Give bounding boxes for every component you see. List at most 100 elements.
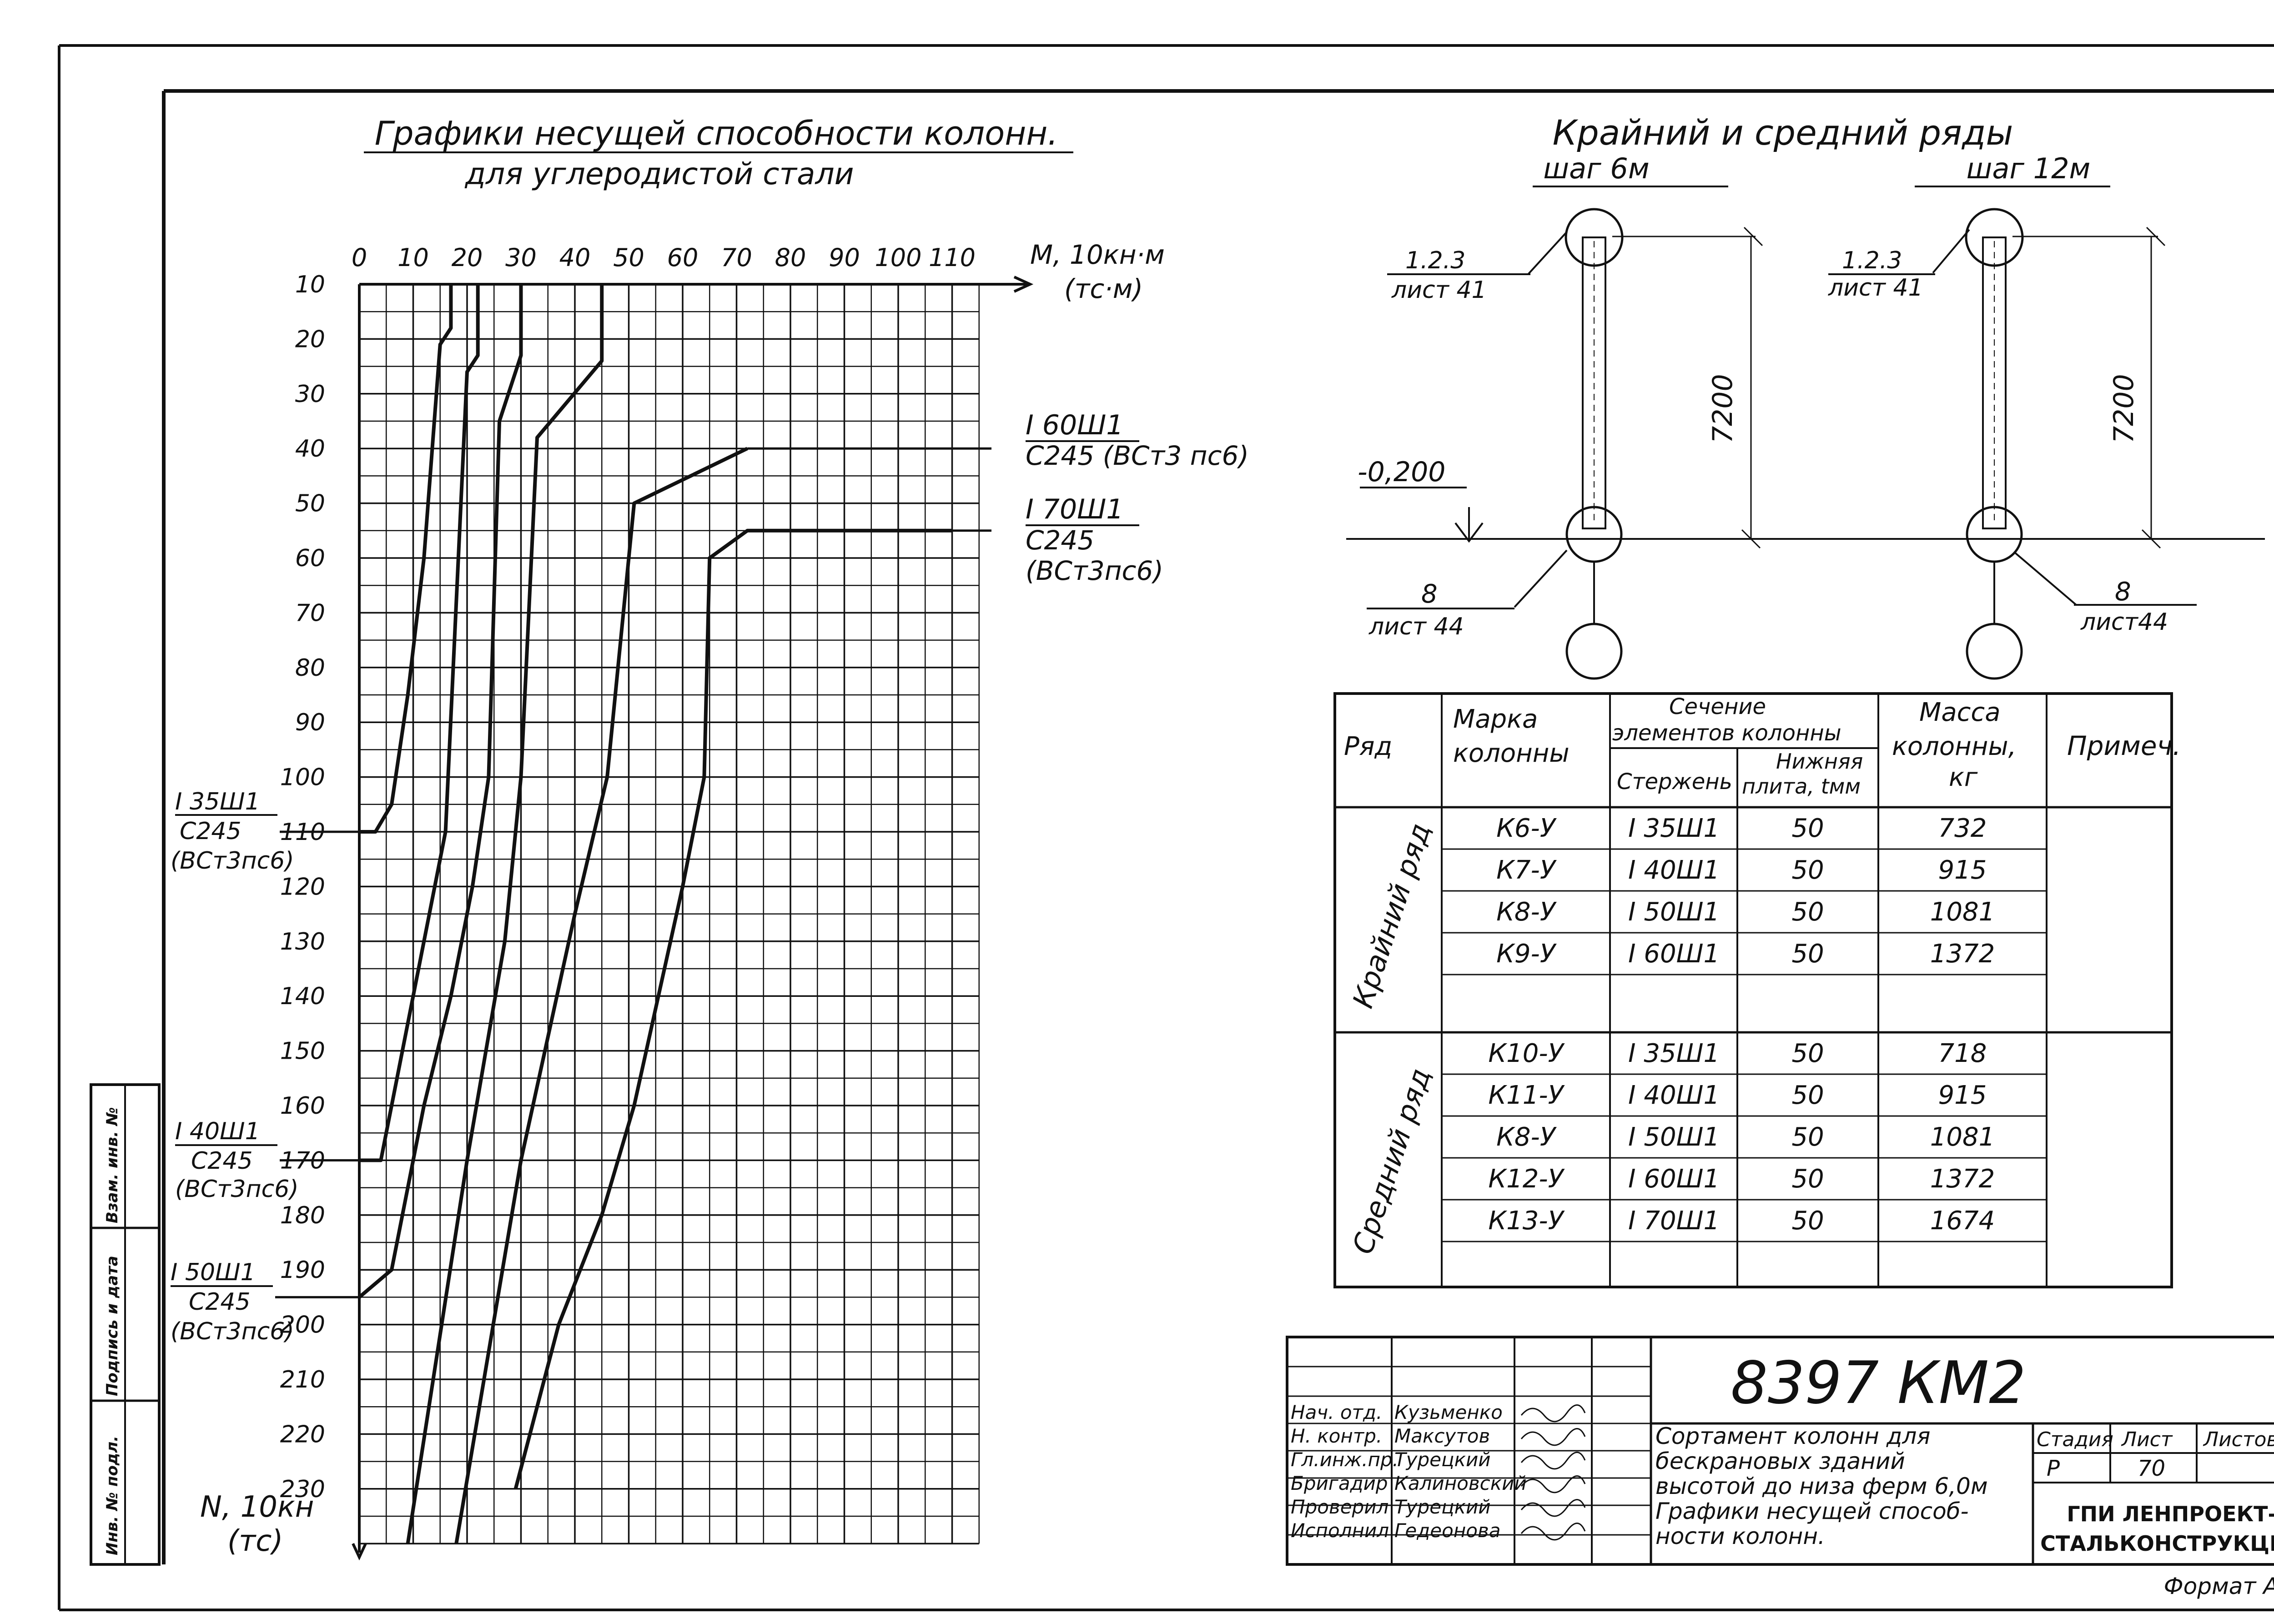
cell-mass: 1674 bbox=[1930, 1206, 1995, 1236]
staff-name: Максутов bbox=[1394, 1425, 1490, 1447]
y-tick-label: 50 bbox=[295, 490, 325, 518]
y-tick-label: 10 bbox=[295, 271, 325, 298]
signature bbox=[1520, 1523, 1586, 1541]
doc-code: 8397 КМ2 bbox=[1731, 1349, 2026, 1417]
label-i40: I 40Ш1 С245 (ВСт3пс6) bbox=[175, 1118, 299, 1203]
side-stamp bbox=[90, 1083, 161, 1566]
chart-curves bbox=[358, 284, 952, 1544]
label-i70-steel: (ВСт3пс6) bbox=[1026, 555, 1163, 586]
org-line-2: СТАЛЬКОНСТРУКЦИЯ bbox=[2040, 1531, 2274, 1556]
th-mark-2: колонны bbox=[1453, 739, 1570, 768]
description-line: Графики несущей способ- bbox=[1655, 1498, 1969, 1524]
chart-xlabel: M, 10кн·м bbox=[1030, 239, 1165, 270]
staff-name: Турецкий bbox=[1394, 1448, 1491, 1471]
chart-axes bbox=[352, 276, 1034, 1561]
title-block bbox=[1286, 1336, 2274, 1566]
th-section-2: элементов колонны bbox=[1612, 720, 1841, 746]
label-i35: I 35Ш1 С245 (ВСт3пс6) bbox=[171, 788, 294, 875]
capacity-curve-3 bbox=[358, 284, 523, 1299]
staff-role: Проверил bbox=[1291, 1496, 1389, 1518]
x-tick-label: 40 bbox=[559, 243, 591, 272]
x-tick-label: 50 bbox=[613, 243, 644, 272]
x-tick-label: 110 bbox=[929, 243, 976, 272]
x-tick-label: 0 bbox=[352, 243, 367, 272]
right-ref-bot-num: 8 bbox=[2115, 577, 2131, 607]
cell-mark: К8-У bbox=[1496, 897, 1557, 927]
cell-mark: К6-У bbox=[1496, 814, 1557, 843]
cell-rod: I 60Ш1 bbox=[1628, 1164, 1720, 1194]
th-plate-1: Нижняя bbox=[1776, 749, 1863, 774]
right-column bbox=[1828, 208, 2197, 680]
y-tick-label: 190 bbox=[280, 1257, 325, 1284]
cell-mass: 1372 bbox=[1930, 939, 1995, 969]
label-i50: I 50Ш1 С245 (ВСт3пс6) bbox=[171, 1259, 294, 1345]
cell-mass: 732 bbox=[1938, 814, 1987, 843]
side-stamp-vzam: Взам. инв. № bbox=[103, 1107, 121, 1223]
th-plate-2: плита, tмм bbox=[1742, 774, 1861, 799]
y-axis-arrow bbox=[352, 1543, 367, 1561]
label-i35-name: I 35Ш1 bbox=[175, 788, 260, 815]
sheet-value: 70 bbox=[2138, 1456, 2165, 1481]
side-stamp-inv: Инв. № подл. bbox=[103, 1436, 121, 1555]
cell-plate: 50 bbox=[1791, 1039, 1824, 1068]
x-tick-label: 80 bbox=[775, 243, 806, 272]
cell-mass: 1081 bbox=[1930, 897, 1995, 927]
label-i60-grade: С245 (ВСт3 пс6) bbox=[1026, 440, 1249, 471]
cell-mark: К9-У bbox=[1496, 939, 1557, 969]
chart-title: Графики несущей способности колонн. bbox=[375, 114, 1058, 152]
right-ref-top-sheet: лист 41 bbox=[1828, 274, 1923, 302]
sheet-frame bbox=[58, 44, 2274, 1611]
description-line: Сортамент колонн для bbox=[1655, 1423, 1930, 1449]
chart-ylabel: N, 10кн bbox=[200, 1490, 314, 1524]
th-rod: Стержень bbox=[1617, 769, 1732, 794]
format-label: Формат А3 bbox=[2164, 1573, 2274, 1599]
staff-name: Калиновский bbox=[1394, 1472, 1527, 1494]
cell-plate: 50 bbox=[1791, 1164, 1824, 1194]
left-column bbox=[1360, 208, 1763, 680]
cell-rod: I 40Ш1 bbox=[1628, 1081, 1720, 1110]
step-6m-label: шаг 6м bbox=[1543, 152, 1649, 185]
label-i60-name: I 60Ш1 bbox=[1026, 409, 1123, 441]
signature bbox=[1520, 1428, 1586, 1446]
y-tick-label: 60 bbox=[295, 545, 325, 572]
th-row: Ряд bbox=[1344, 732, 1392, 761]
right-ref-top-num: 1.2.3 bbox=[1842, 247, 1902, 274]
y-tick-label: 20 bbox=[295, 326, 325, 353]
cell-rod: I 50Ш1 bbox=[1628, 897, 1720, 927]
signature bbox=[1520, 1404, 1586, 1423]
right-height-dim: 7200 bbox=[2108, 374, 2140, 443]
chart-ylabel-units: (тс) bbox=[227, 1524, 283, 1558]
y-tick-label: 90 bbox=[295, 709, 325, 736]
description-line: высотой до низа ферм 6,0м bbox=[1655, 1473, 1988, 1499]
diagram-heading: Крайний и средний ряды bbox=[1553, 112, 2013, 153]
sheets-label: Листов bbox=[2203, 1428, 2274, 1451]
x-axis-arrow bbox=[1013, 276, 1034, 293]
cell-mark: К7-У bbox=[1496, 855, 1557, 885]
label-i50-grade: С245 bbox=[189, 1288, 251, 1316]
cell-plate: 50 bbox=[1791, 939, 1824, 969]
staff-role: Н. контр. bbox=[1291, 1425, 1382, 1447]
label-i70: I 70Ш1 С245 (ВСт3пс6) bbox=[1026, 493, 1163, 586]
label-i35-grade: С245 bbox=[180, 818, 241, 845]
label-i35-steel: (ВСт3пс6) bbox=[171, 847, 294, 875]
left-ref-bot-sheet: лист 44 bbox=[1368, 613, 1464, 640]
staff-role: Бригадир bbox=[1291, 1472, 1388, 1494]
th-mass-3: кг bbox=[1949, 763, 1978, 792]
sheet-label: Лист bbox=[2121, 1428, 2173, 1451]
x-tick-label: 30 bbox=[505, 243, 537, 272]
th-section-1: Сечение bbox=[1669, 694, 1766, 719]
cell-mark: К12-У bbox=[1488, 1164, 1565, 1194]
capacity-curve-5 bbox=[454, 447, 748, 1544]
x-tick-label: 100 bbox=[875, 243, 921, 272]
y-tick-label: 160 bbox=[280, 1092, 325, 1120]
y-tick-label: 140 bbox=[280, 983, 325, 1010]
cell-mark: К8-У bbox=[1496, 1122, 1557, 1152]
left-ref-bot-num: 8 bbox=[1421, 579, 1438, 609]
capacity-curve-2 bbox=[359, 284, 480, 1162]
y-tick-label: 70 bbox=[295, 599, 325, 627]
signature bbox=[1520, 1475, 1586, 1493]
